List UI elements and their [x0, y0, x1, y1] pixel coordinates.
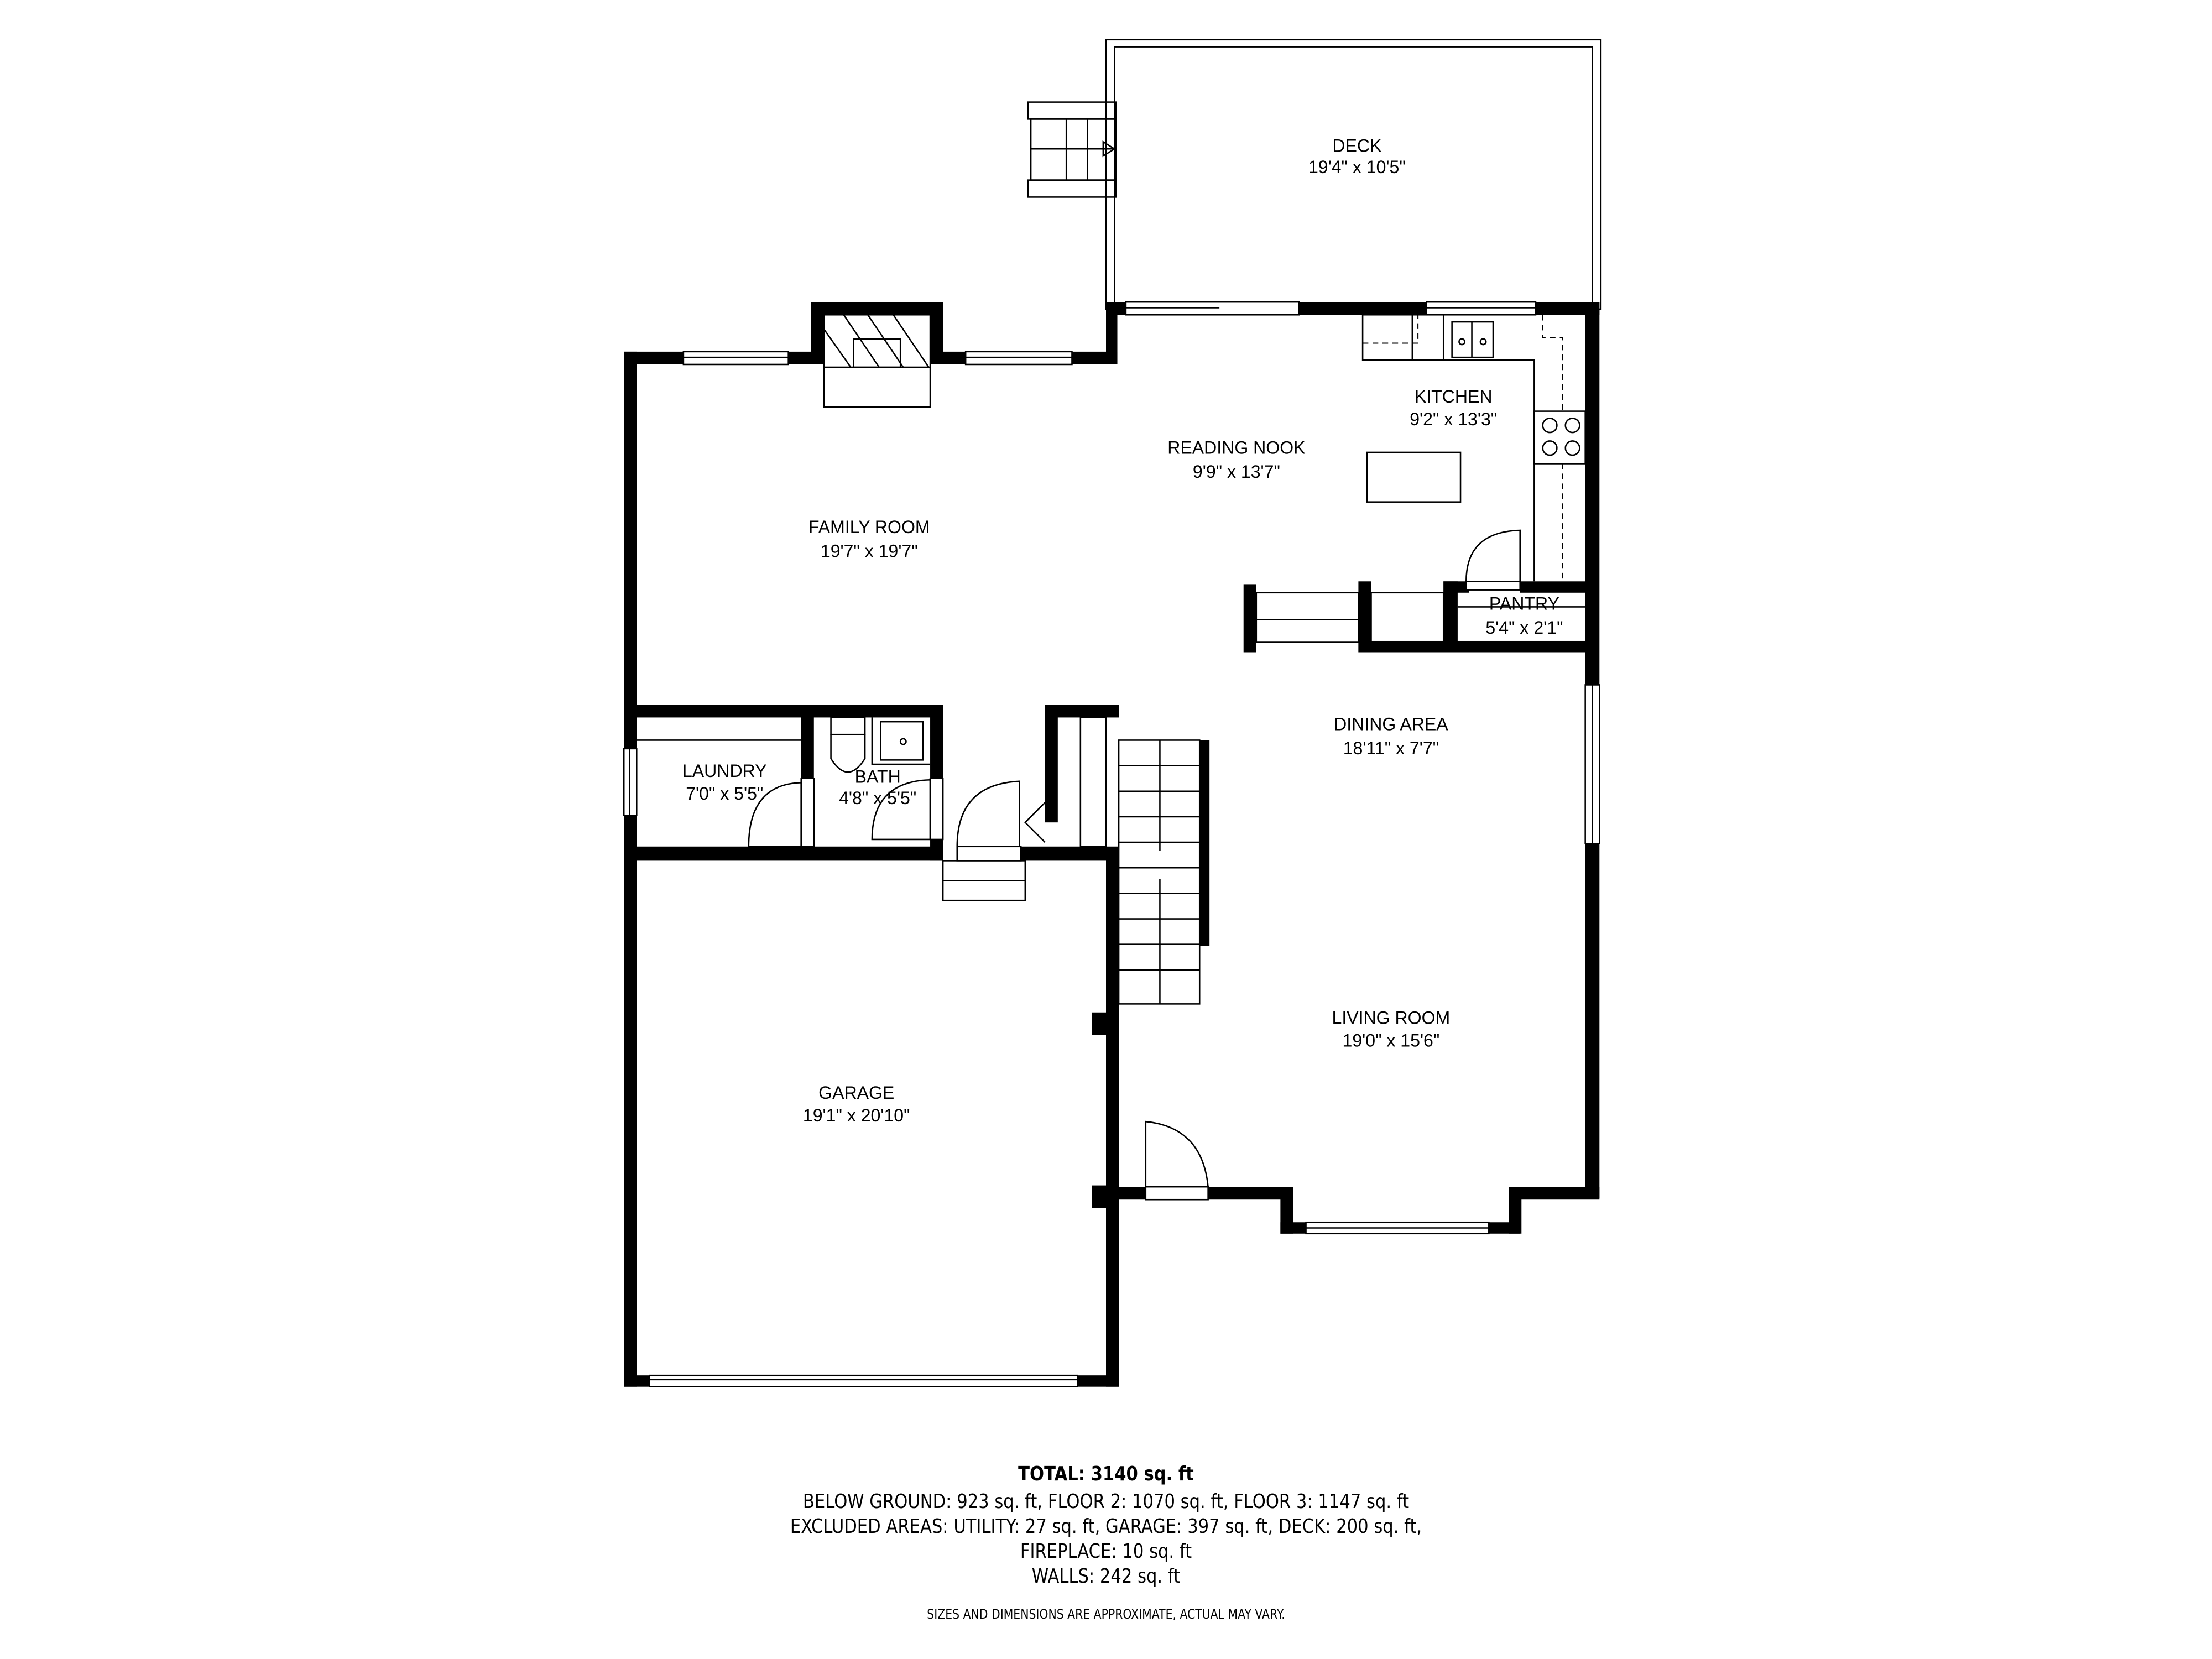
laundry-bath-fixtures [637, 717, 1107, 901]
stove-icon [1533, 410, 1586, 465]
door-swing-icon [1145, 1120, 1209, 1187]
room-name-living-room: LIVING ROOM [1332, 1008, 1451, 1027]
room-name-family-room: FAMILY ROOM [808, 517, 930, 537]
total-area: TOTAL: 3140 sq. ft [1018, 1463, 1194, 1485]
kitchen-island [1366, 451, 1462, 503]
deck: DECK 19'4" x 10'5" [1027, 39, 1602, 310]
room-dims-kitchen: 9'2" x 13'3" [1410, 409, 1497, 429]
door-swing-icon [956, 780, 1020, 847]
room-name-dining-area: DINING AREA [1334, 714, 1448, 734]
room-dims-family-room: 19'7" x 19'7" [821, 541, 918, 561]
excluded-areas: EXCLUDED AREAS: UTILITY: 27 sq. ft, GARA… [790, 1515, 1422, 1538]
room-name-kitchen: KITCHEN [1415, 387, 1493, 406]
room-name-garage: GARAGE [818, 1083, 894, 1103]
room-dims-deck: 19'4" x 10'5" [1308, 157, 1406, 177]
room-dims-laundry: 7'0" x 5'5" [686, 784, 763, 804]
room-name-pantry: PANTRY [1489, 594, 1559, 614]
stairs-icon [942, 860, 1026, 901]
room-name-reading-nook: READING NOOK [1167, 438, 1306, 458]
room-dims-reading-nook: 9'9" x 13'7" [1193, 462, 1280, 482]
stairs-icon [1118, 739, 1201, 1005]
room-name-deck: DECK [1332, 135, 1382, 155]
toilet-icon [830, 717, 866, 773]
room-name-laundry: LAUNDRY [682, 761, 767, 781]
stairs-icon [1027, 101, 1117, 198]
room-dims-pantry: 5'4" x 2'1" [1485, 618, 1563, 638]
walls [624, 302, 1600, 1387]
floor-areas: BELOW GROUND: 923 sq. ft, FLOOR 2: 1070 … [802, 1490, 1410, 1513]
room-dims-bath: 4'8" x 5'5" [839, 788, 916, 808]
sink-icon [880, 721, 924, 761]
room-dims-dining-area: 18'11" x 7'7" [1343, 738, 1439, 758]
kitchen-fixtures [1255, 314, 1586, 643]
sink-icon [1451, 321, 1494, 358]
window-icon [623, 301, 1600, 1387]
fireplace-icon [823, 314, 931, 408]
room-dims-garage: 19'1" x 20'10" [803, 1105, 910, 1125]
walls-area: WALLS: 242 sq. ft [1031, 1565, 1181, 1588]
fireplace-area: FIREPLACE: 10 sq. ft [1020, 1540, 1192, 1563]
room-dims-living-room: 19'0" x 15'6" [1343, 1030, 1440, 1050]
disclaimer: SIZES AND DIMENSIONS ARE APPROXIMATE, AC… [927, 1606, 1285, 1622]
room-name-bath: BATH [855, 766, 901, 786]
door-swing-icon [1465, 529, 1521, 582]
